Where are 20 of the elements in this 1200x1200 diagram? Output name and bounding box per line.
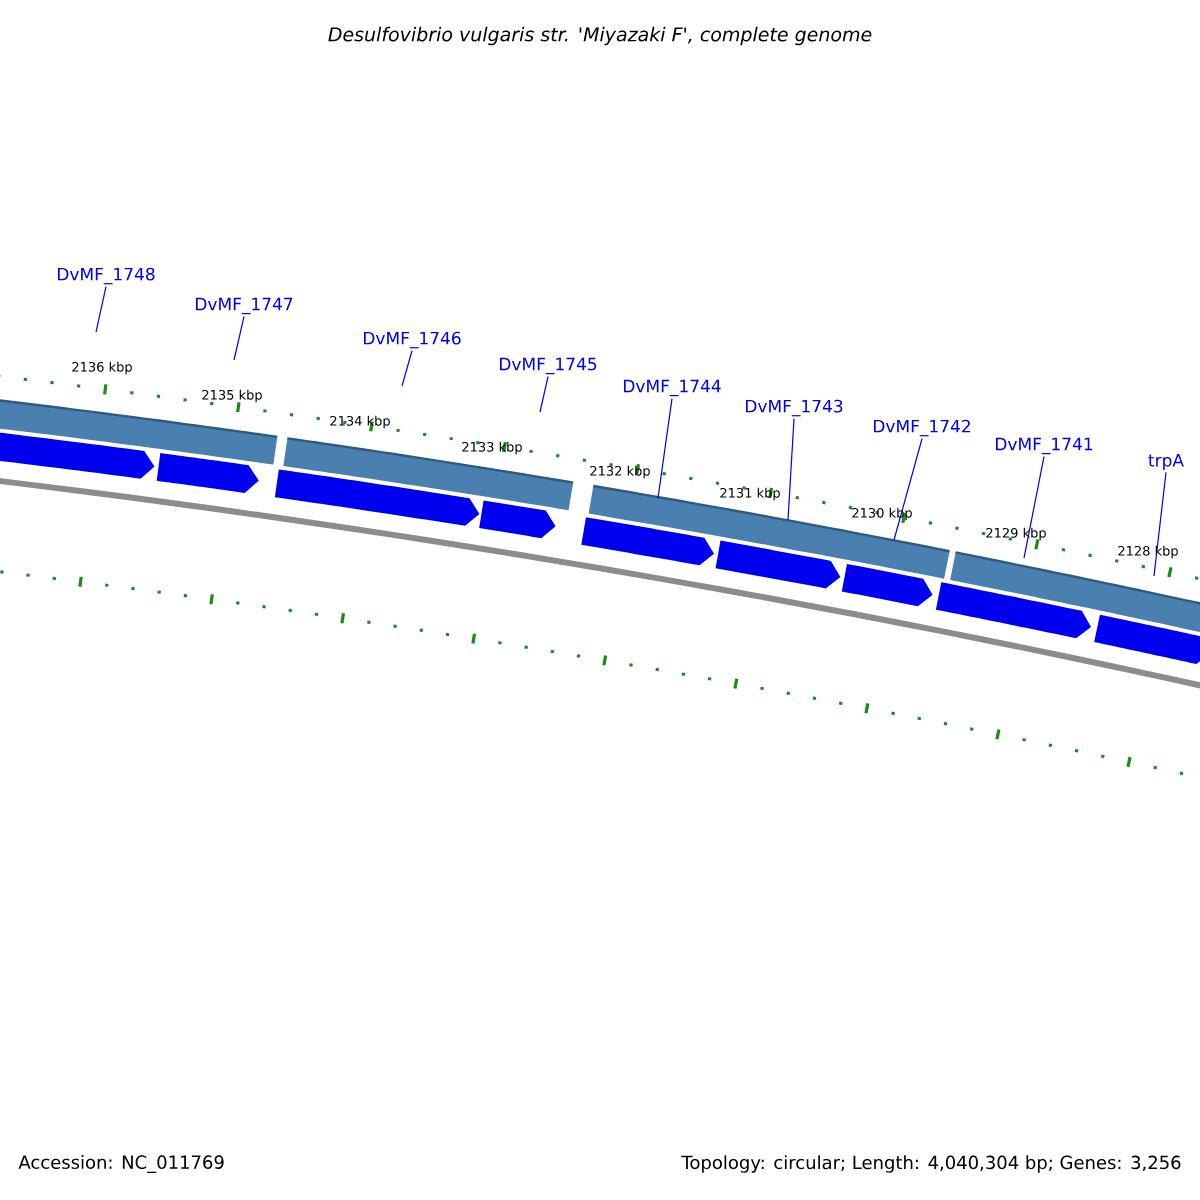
gene-label: DvMF_1746 xyxy=(364,331,461,349)
genome-info-text: Topology: circular; Length: 4,040,304 bp; Genes: 3,256 xyxy=(681,1155,1181,1173)
gene-label: DvMF_1742 xyxy=(874,419,970,437)
leader-line xyxy=(787,418,795,521)
gene-label: DvMF_1743 xyxy=(746,399,843,417)
leader-line xyxy=(401,350,413,387)
gene-label: DvMF_1747 xyxy=(196,297,293,315)
gene-label: trpA xyxy=(1148,454,1184,470)
leader-line xyxy=(657,398,673,499)
gene-label: DvMF_1741 xyxy=(996,437,1093,455)
leader-line xyxy=(95,286,107,333)
leader-line xyxy=(539,376,549,413)
leader-line xyxy=(893,438,923,541)
title: Desulfovibrio vulgaris str. 'Miyazaki F', complete genome xyxy=(328,26,872,46)
accession-text: Accession: NC_011769 xyxy=(18,1155,224,1173)
leader-line xyxy=(233,316,245,361)
gene-label: DvMF_1745 xyxy=(500,357,597,375)
gene-label: DvMF_1744 xyxy=(624,379,721,397)
leader-line xyxy=(1023,456,1045,559)
gene-label: DvMF_1748 xyxy=(58,267,155,285)
